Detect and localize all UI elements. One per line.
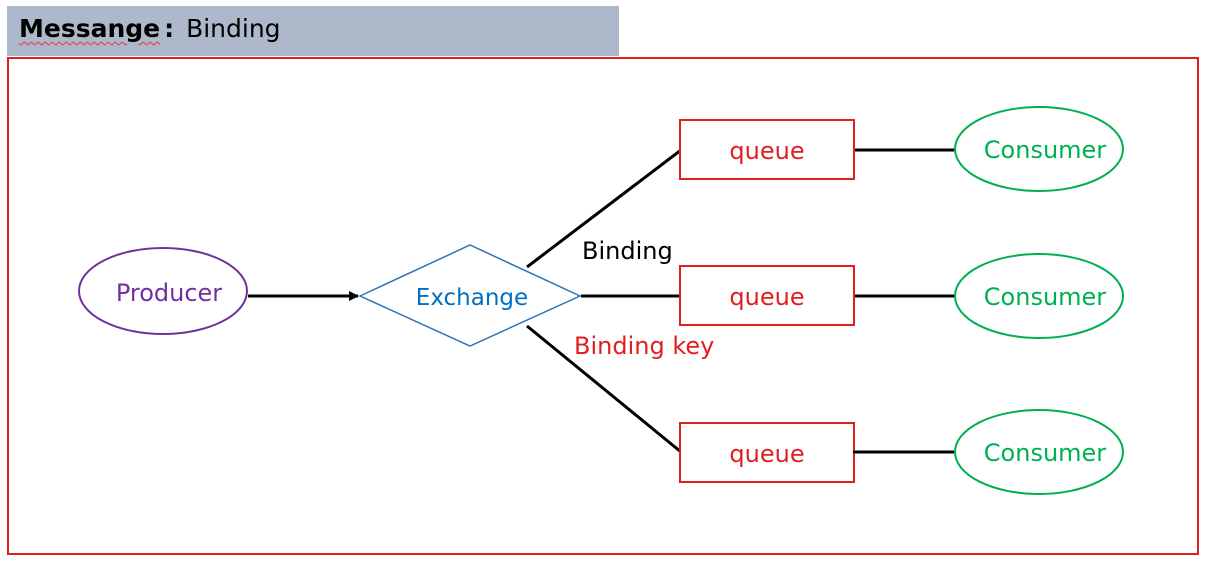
binding-line-top xyxy=(526,148,682,269)
diagram-frame xyxy=(7,57,1199,555)
binding-key-label: Binding key xyxy=(574,332,714,360)
queue-node-1 xyxy=(679,119,855,180)
queue-label-3: queue xyxy=(729,440,804,468)
producer-label: Producer xyxy=(116,279,222,307)
consumer-label-2: Consumer xyxy=(984,283,1107,311)
consumer-node-1 xyxy=(954,106,1124,192)
queue-label-2: queue xyxy=(729,283,804,311)
queue-label-1: queue xyxy=(729,137,804,165)
producer-node xyxy=(78,247,248,335)
binding-label: Binding xyxy=(582,237,673,265)
exchange-node xyxy=(358,244,582,347)
consumer-node-3 xyxy=(954,409,1124,495)
consumer-label-3: Consumer xyxy=(984,439,1107,467)
consumer-label-1: Consumer xyxy=(984,136,1107,164)
queue-node-3 xyxy=(679,422,855,483)
page-title: Messange xyxy=(19,14,161,43)
title-separator: : xyxy=(164,14,175,43)
queue-node-2 xyxy=(679,265,855,326)
binding-line-bottom xyxy=(526,324,682,454)
consumer-node-2 xyxy=(954,253,1124,339)
title-bar: Messange: Binding xyxy=(7,6,619,56)
page-subtitle: Binding xyxy=(186,14,281,43)
exchange-label: Exchange xyxy=(416,285,528,311)
